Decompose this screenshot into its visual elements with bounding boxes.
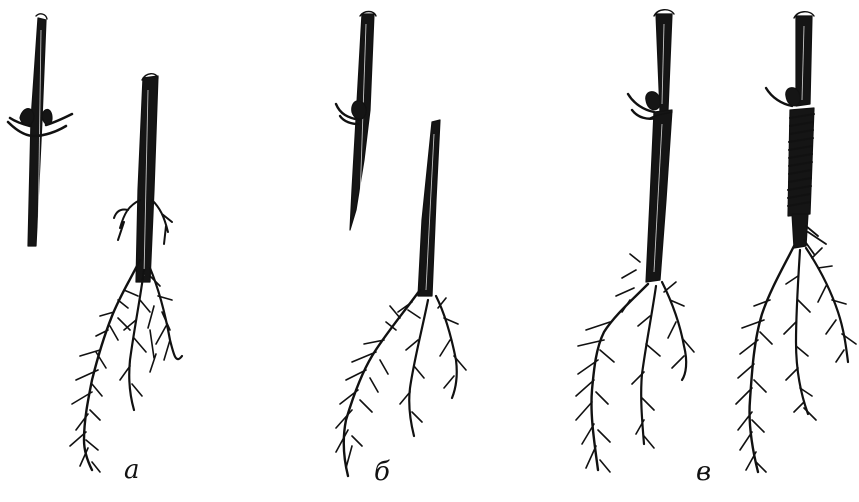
panel-b-scion (350, 12, 376, 231)
panel-a-rootstock (136, 74, 158, 282)
panel-a-roots (70, 200, 182, 472)
panel-v-plant-1: в (576, 10, 711, 487)
panel-b-label: б (374, 457, 390, 487)
panel-b-rootstock (418, 120, 440, 296)
panel-v-plant-1-union (646, 110, 672, 282)
panel-v-plant-2-roots (736, 246, 856, 472)
panel-a-label: а (124, 455, 140, 485)
panel-v-plant-1-roots (576, 254, 694, 472)
panel-v-label: в (696, 457, 711, 487)
panel-a-scion (28, 14, 47, 246)
panel-b: б (336, 12, 466, 488)
panel-v-plant-2-binding (788, 108, 814, 216)
panel-a: а (8, 14, 182, 485)
panel-b-roots (336, 290, 466, 476)
panel-v-plant-2 (736, 12, 856, 472)
panel-v-plant-2-bud (766, 88, 800, 106)
